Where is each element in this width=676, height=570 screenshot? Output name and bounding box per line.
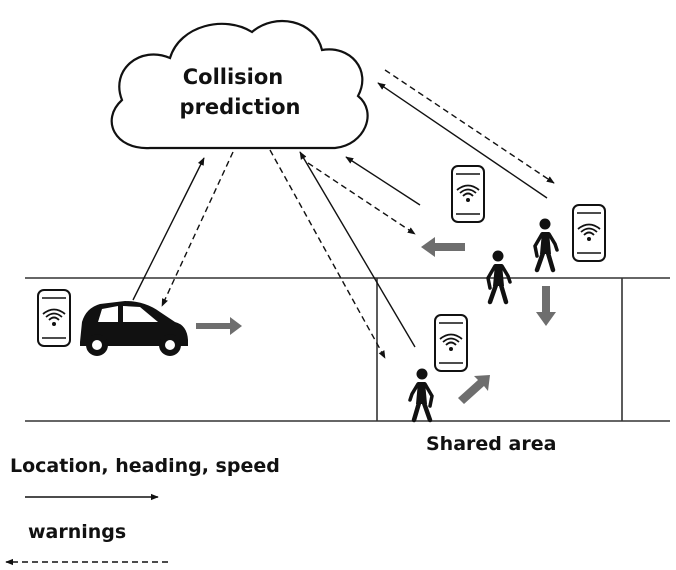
- pedestrian-warning-arrow: [269, 149, 386, 359]
- smartphone-icon: [572, 204, 606, 262]
- car-location-arrow: [132, 157, 205, 301]
- pedestrian-location-arrow: [299, 151, 416, 348]
- communication-arrows: [132, 69, 555, 359]
- car-icon: [80, 301, 188, 356]
- road: [25, 277, 670, 422]
- walker-location-arrow: [377, 82, 548, 199]
- movement-arrow-icon: [421, 237, 465, 257]
- legend-solid-label: Location, heading, speed: [10, 455, 280, 477]
- phone-location-arrow: [345, 156, 421, 206]
- smartphone-icon: [451, 165, 485, 223]
- pedestrian-icon: [410, 369, 432, 421]
- movement-arrow-icon: [458, 375, 490, 404]
- cloud-label-line1: Collision: [183, 65, 284, 89]
- walker-warning-arrow: [384, 69, 555, 184]
- shared-area-label: Shared area: [426, 433, 556, 455]
- cloud-icon: [110, 19, 369, 150]
- legend-dashed-label: warnings: [28, 521, 126, 543]
- phone-warning-arrow: [307, 162, 416, 235]
- cloud-label-line2: prediction: [180, 95, 301, 119]
- smartphone-icon: [37, 289, 71, 347]
- smartphone-icon: [434, 314, 468, 372]
- pedestrian-icon: [488, 251, 510, 303]
- car-warning-arrow: [161, 151, 234, 307]
- pedestrian-icon: [535, 219, 557, 271]
- movement-arrow-icon: [536, 286, 556, 326]
- movement-arrow-icon: [196, 317, 242, 335]
